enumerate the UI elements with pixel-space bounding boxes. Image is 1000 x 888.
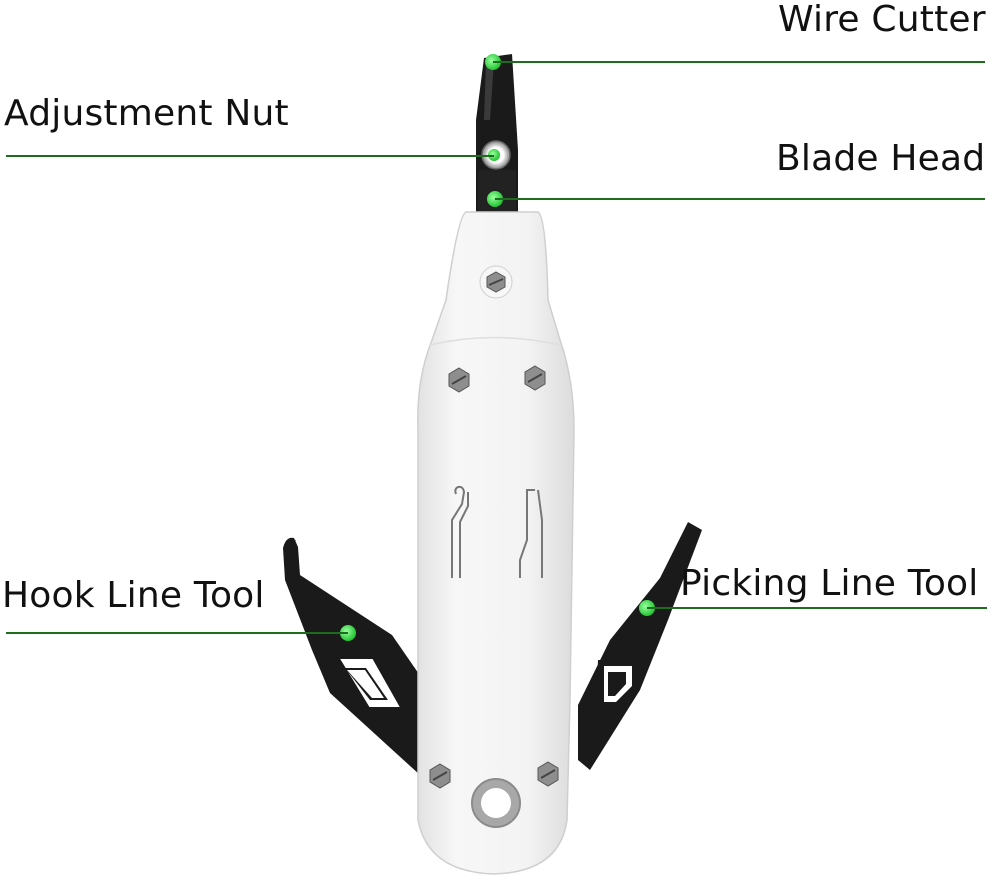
picking-line-tool-leader-line [647, 607, 987, 609]
blade-head-assembly [476, 54, 518, 214]
hook-glyph-icon [451, 485, 469, 578]
adjustment-nut-label: Adjustment Nut [4, 93, 289, 134]
hex-screw-icon [537, 761, 559, 787]
hex-screw-icon [479, 265, 513, 299]
hook-line-tool-leader-line [6, 632, 348, 634]
hex-screw-icon [448, 367, 470, 393]
hex-screw-icon [524, 365, 546, 391]
hook-line-tool-blade [283, 537, 430, 775]
wire-cutter-leader-line [493, 61, 985, 63]
adjustment-nut-leader-line [6, 155, 494, 157]
picking-line-tool-blade [578, 522, 702, 770]
wire-cutter-label: Wire Cutter [778, 0, 986, 40]
blade-head-label: Blade Head [776, 138, 986, 179]
picking-line-tool-label: Picking Line Tool [680, 563, 979, 604]
blade-head-leader-line [495, 198, 985, 200]
hex-screw-icon [429, 763, 451, 789]
hook-line-tool-label: Hook Line Tool [2, 575, 265, 616]
pick-glyph-icon [519, 489, 543, 578]
